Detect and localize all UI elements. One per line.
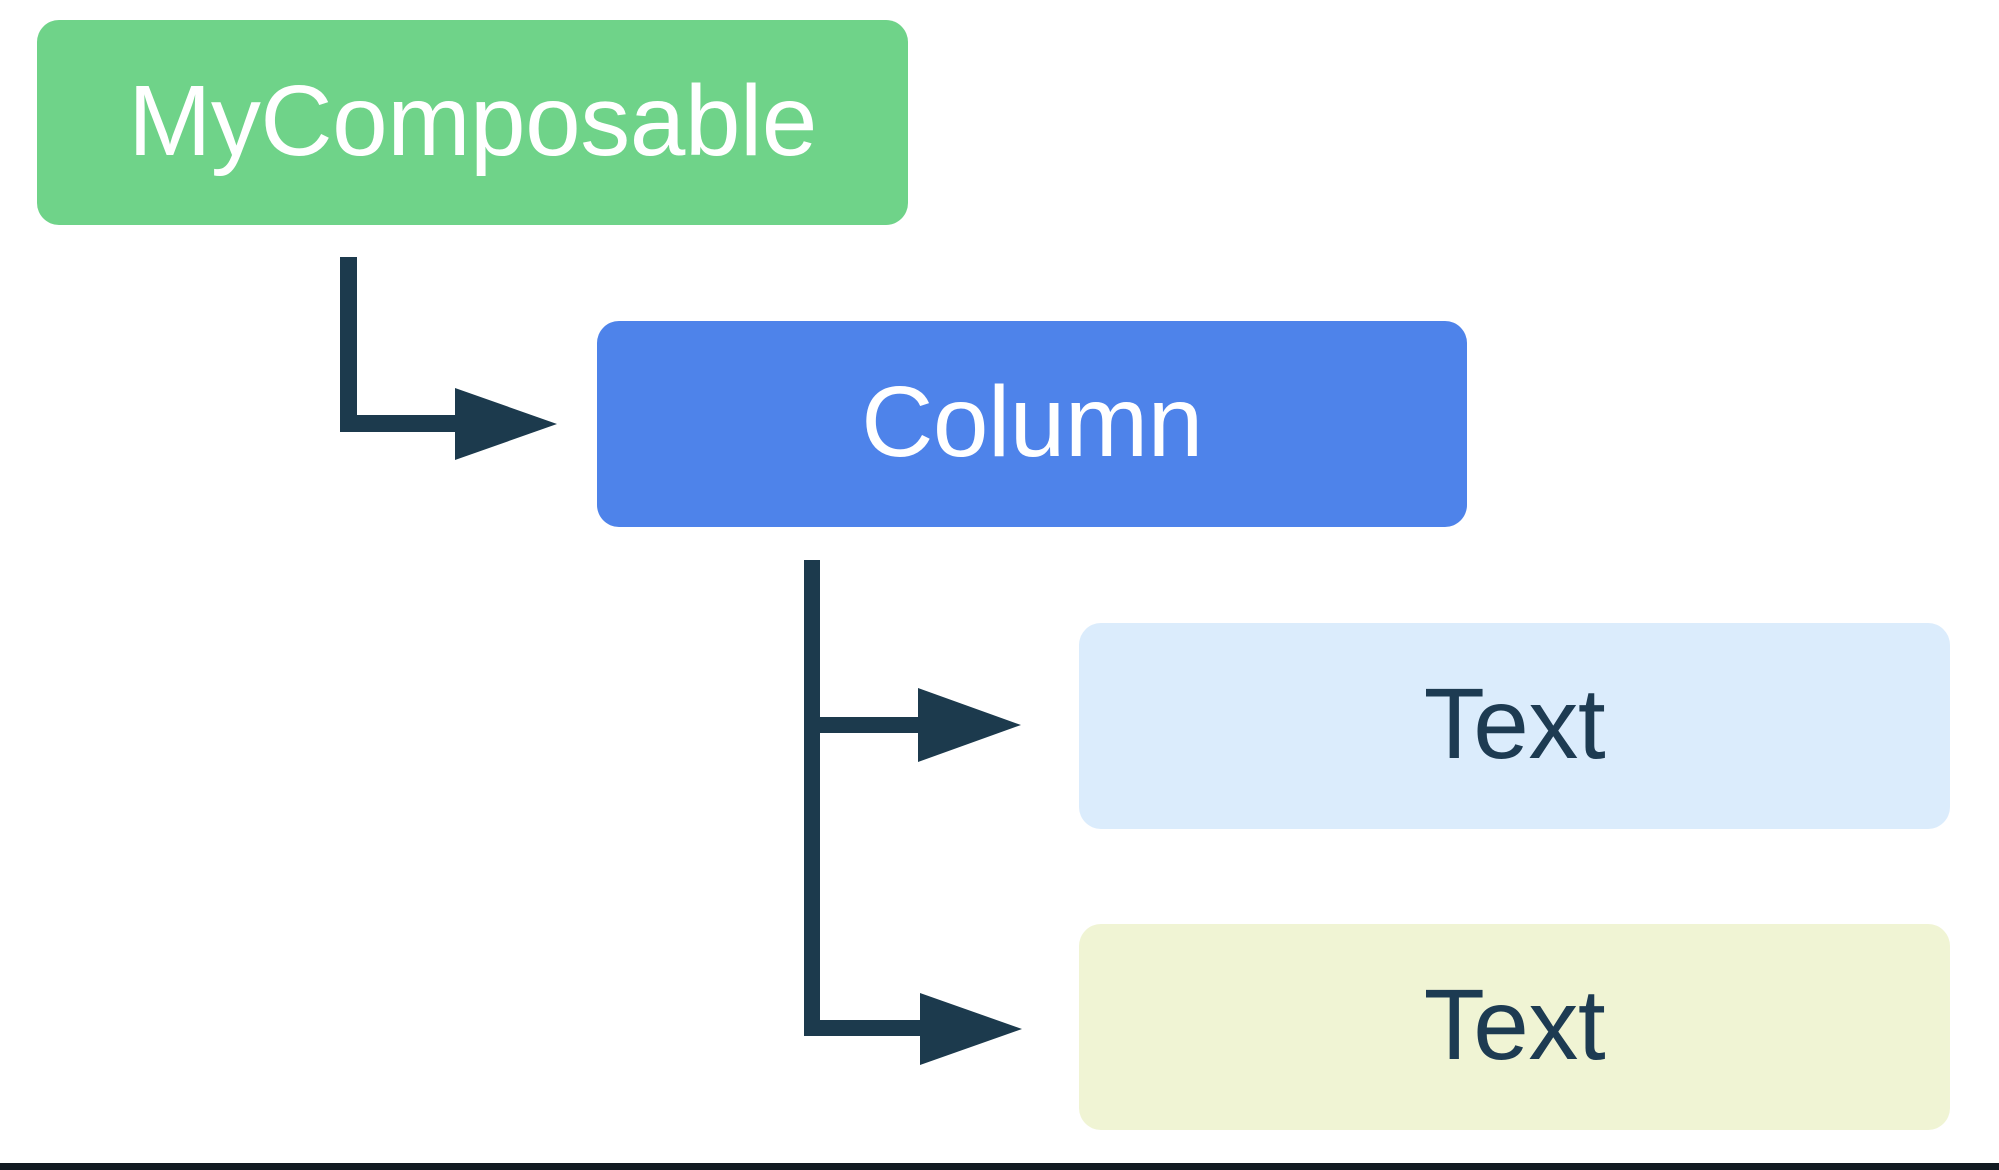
- bottom-divider: [0, 1163, 1999, 1170]
- arrow2-trunk-segment: [804, 560, 820, 1036]
- arrow2-branch2-segment: [804, 1020, 921, 1036]
- arrow1-arrowhead-icon: [455, 388, 557, 460]
- node-mycomposable: MyComposable: [37, 20, 908, 225]
- node-column-label: Column: [861, 366, 1203, 478]
- node-text-1-label: Text: [1423, 668, 1606, 780]
- node-mycomposable-label: MyComposable: [128, 64, 817, 177]
- arrow2-branch2-arrowhead-icon: [920, 993, 1022, 1065]
- node-text-2: Text: [1079, 924, 1950, 1130]
- arrow1-horizontal-segment: [340, 415, 456, 432]
- node-column: Column: [597, 321, 1467, 527]
- arrow2-branch1-segment: [804, 717, 919, 733]
- node-text-1: Text: [1079, 623, 1950, 829]
- arrow2-branch1-arrowhead-icon: [918, 688, 1021, 762]
- node-text-2-label: Text: [1423, 969, 1606, 1081]
- arrow1-vertical-segment: [340, 257, 357, 432]
